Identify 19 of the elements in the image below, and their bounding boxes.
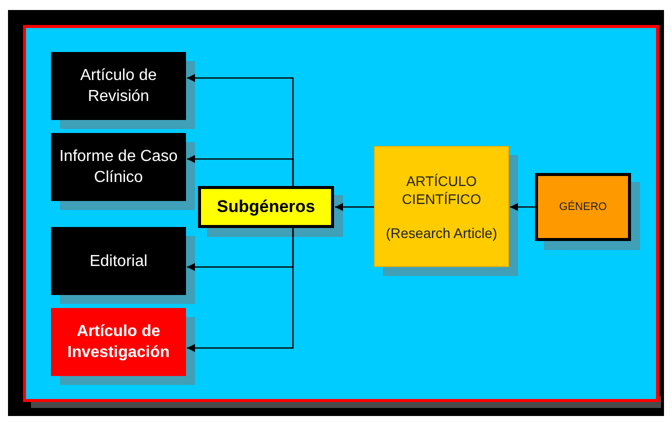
subgenre-box [51, 52, 186, 120]
box-label: Subgéneros [216, 196, 316, 218]
arrow [510, 203, 535, 211]
genre-box [535, 173, 631, 241]
box-label: Editorial [90, 252, 148, 272]
box-label: Artículo de Revisión [79, 66, 158, 107]
box-label: Artículo de Investigación [66, 322, 171, 363]
arrow [187, 155, 294, 186]
subgenres-box [198, 186, 334, 228]
subgenre-box [51, 133, 186, 201]
highlighted-subgenre-box [51, 308, 186, 376]
box-label: GÉNERO [559, 200, 607, 215]
box-label: Informe de Caso Clínico [58, 147, 179, 188]
arrow [335, 203, 374, 211]
arrow [187, 228, 294, 352]
box-label: ARTÍCULO CIENTÍFICO [400, 172, 482, 208]
article-box [374, 146, 509, 267]
box-label: (Research Article) [386, 224, 498, 242]
subgenre-box [51, 227, 186, 295]
